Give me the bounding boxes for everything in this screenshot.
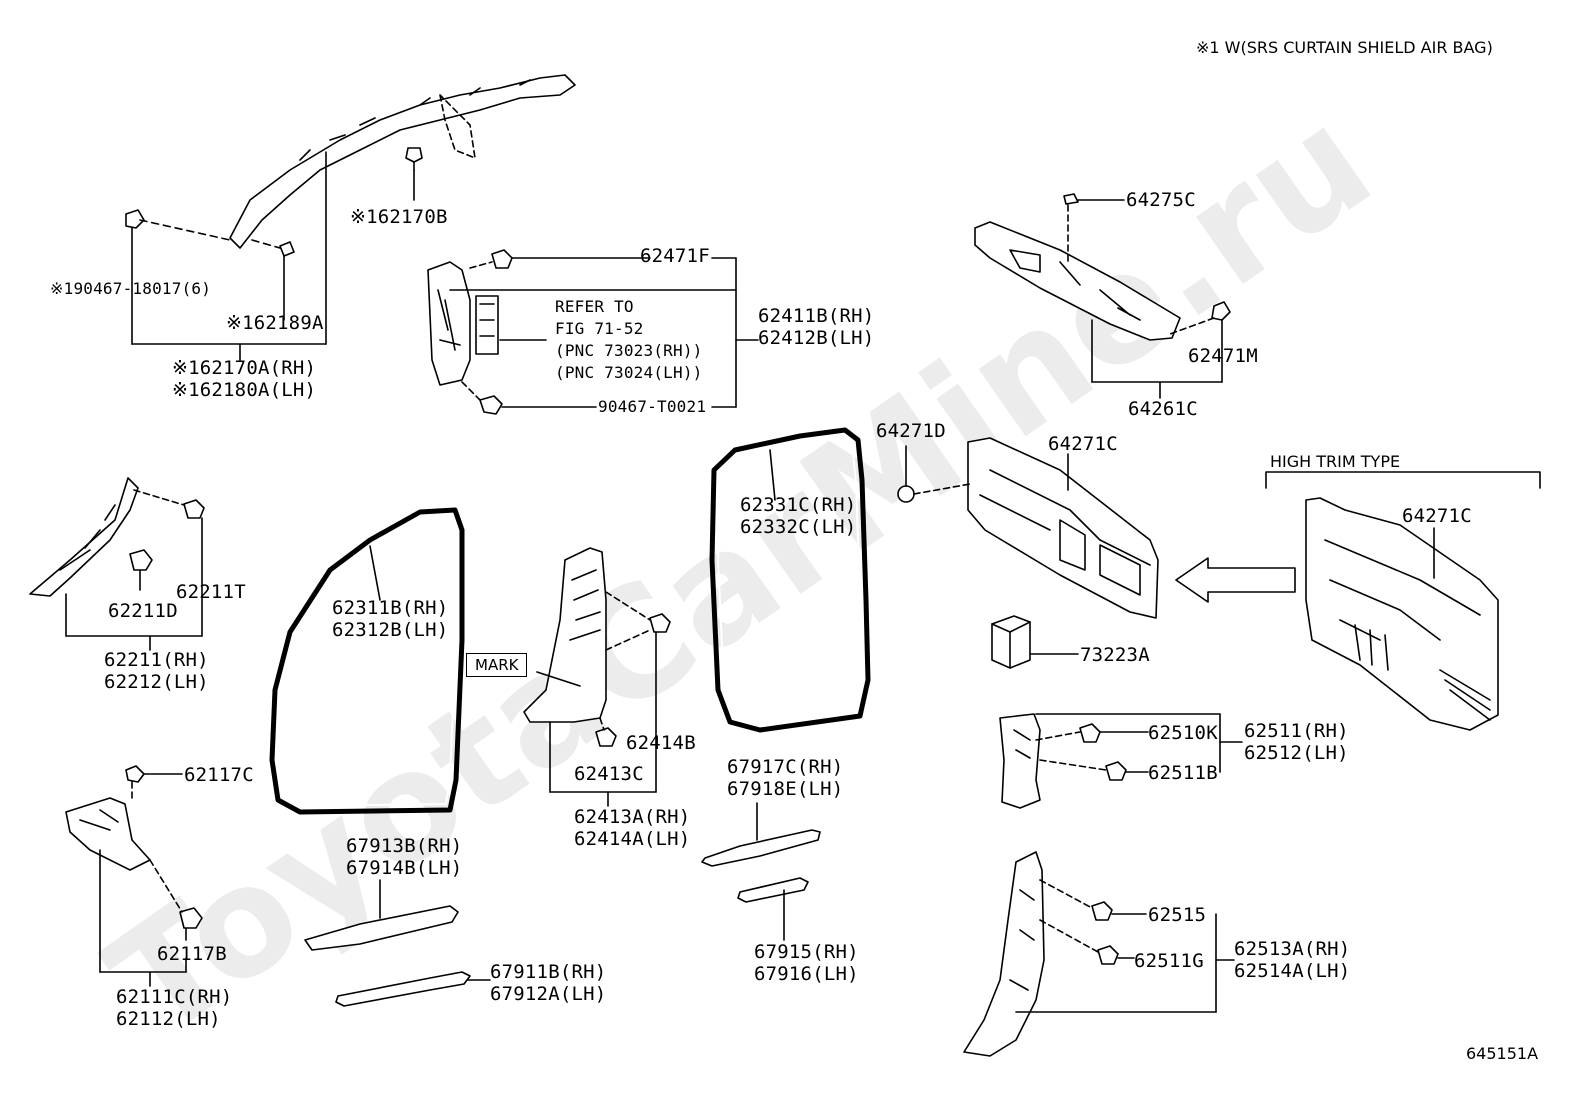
label-62510k: 62510K <box>1148 722 1218 744</box>
label-62211t: 62211T <box>176 581 246 603</box>
label-62471m: 62471M <box>1188 345 1258 367</box>
label-62414b: 62414B <box>626 732 696 754</box>
scuff-plate-67913b <box>304 879 459 951</box>
clip-62117b <box>149 859 203 941</box>
label-90467-t0021: 90467-T0021 <box>598 397 707 416</box>
label-62511b: 62511B <box>1148 762 1218 784</box>
label-62112: 62112(LH) <box>116 1008 221 1030</box>
label-67917c: 67917C(RH) <box>727 756 844 778</box>
label-90467-18017: ※190467-18017(6) <box>50 279 212 298</box>
quarter-trim-62511 <box>999 713 1041 809</box>
label-67914b: 67914B(LH) <box>346 857 463 879</box>
label-62211d: 62211D <box>108 600 178 622</box>
center-pillar-garnish-62413a <box>523 547 607 723</box>
label-62189a: ※162189A <box>226 312 324 334</box>
relay-73223a <box>991 615 1079 669</box>
label-62513a: 62513A(RH) <box>1234 938 1351 960</box>
label-64275c: 64275C <box>1126 189 1196 211</box>
label-62117c: 62117C <box>184 764 254 786</box>
label-62170b: ※162170B <box>350 206 448 228</box>
label-64271c-high-trim: 64271C <box>1402 505 1472 527</box>
cowl-side-trim-62111c <box>65 797 151 871</box>
clip-62511g <box>1039 919 1135 965</box>
figure-code: 645151A <box>1466 1044 1539 1063</box>
label-62514a: 62514A(LH) <box>1234 960 1351 982</box>
label-67916: 67916(LH) <box>754 963 859 985</box>
clip-64275c <box>1063 193 1125 263</box>
label-62312b: 62312B(LH) <box>332 619 449 641</box>
label-62211: 62211(RH) <box>104 649 209 671</box>
label-67915: 67915(RH) <box>754 941 859 963</box>
clip-64271d <box>897 445 971 503</box>
clip-62117c <box>125 765 183 801</box>
back-door-trim-upper-64261c <box>974 221 1181 341</box>
scuff-plate-67917c <box>701 802 821 867</box>
refer-line-2: FIG 71-52 <box>555 319 644 338</box>
clip-62510k <box>1035 723 1149 743</box>
clip-62511b <box>1039 759 1149 781</box>
label-64261c: 64261C <box>1128 398 1198 420</box>
clip-90467-t0021 <box>461 381 597 415</box>
pillar-garnish-62211 <box>29 477 139 597</box>
label-73223a: 73223A <box>1080 644 1150 666</box>
srs-note: ※1 W(SRS CURTAIN SHIELD AIR BAG) <box>1196 38 1493 57</box>
label-62212: 62212(LH) <box>104 671 209 693</box>
clip-62414b <box>605 591 671 793</box>
label-62414a: 62414A(LH) <box>574 828 691 850</box>
refer-line-4: (PNC 73024(LH)) <box>555 363 703 382</box>
label-64271c: 64271C <box>1048 433 1118 455</box>
clip-62471f <box>469 249 651 269</box>
label-62117b: 62117B <box>157 943 227 965</box>
label-62311b: 62311B(RH) <box>332 597 449 619</box>
label-67912a: 67912A(LH) <box>490 983 607 1005</box>
label-62331c: 62331C(RH) <box>740 494 857 516</box>
label-62111c: 62111C(RH) <box>116 986 233 1008</box>
back-panel-high-trim-64271c <box>1305 497 1499 731</box>
refer-line-3: (PNC 73023(RH)) <box>555 341 703 360</box>
clip-62413c <box>595 717 617 747</box>
curtain-airbag-part <box>229 74 576 249</box>
arrow-to-high-trim <box>1175 557 1296 603</box>
label-62515: 62515 <box>1148 904 1207 926</box>
label-62180a: ※162180A(LH) <box>172 379 317 401</box>
scuff-plate-67911b <box>335 971 491 1007</box>
label-64271d: 64271D <box>876 420 946 442</box>
clip-62211d <box>129 549 153 591</box>
clip-62515 <box>1039 879 1147 921</box>
lower-quarter-trim-62513a <box>963 851 1045 1057</box>
clip-62170b <box>405 147 423 201</box>
label-67911b: 67911B(RH) <box>490 961 607 983</box>
back-panel-64271c <box>967 437 1159 619</box>
clip-62211t <box>133 489 205 637</box>
label-62412b: 62412B(LH) <box>758 327 875 349</box>
label-62511g: 62511G <box>1134 950 1204 972</box>
label-62413c: 62413C <box>574 763 644 785</box>
pillar-garnish-62411b <box>427 261 499 386</box>
label-62511: 62511(RH) <box>1244 720 1349 742</box>
door-weatherstrip-62331c <box>709 427 871 733</box>
door-weatherstrip-62311b <box>269 507 465 815</box>
mark-label-box: MARK <box>466 653 528 677</box>
label-62471f: 62471F <box>640 245 710 267</box>
clip-90467-18017 <box>125 209 231 345</box>
label-62332c: 62332C(LH) <box>740 516 857 538</box>
label-67913b: 67913B(RH) <box>346 835 463 857</box>
refer-line-1: REFER TO <box>555 297 634 316</box>
clip-62471m <box>1169 301 1231 383</box>
clip-62189a <box>251 239 295 321</box>
label-67918e: 67918E(LH) <box>727 778 844 800</box>
label-62411b: 62411B(RH) <box>758 305 875 327</box>
high-trim-type-label: HIGH TRIM TYPE <box>1270 452 1401 471</box>
label-62512: 62512(LH) <box>1244 742 1349 764</box>
scuff-plate-67915 <box>737 877 809 941</box>
label-62170a: ※162170A(RH) <box>172 357 317 379</box>
label-62413a: 62413A(RH) <box>574 806 691 828</box>
